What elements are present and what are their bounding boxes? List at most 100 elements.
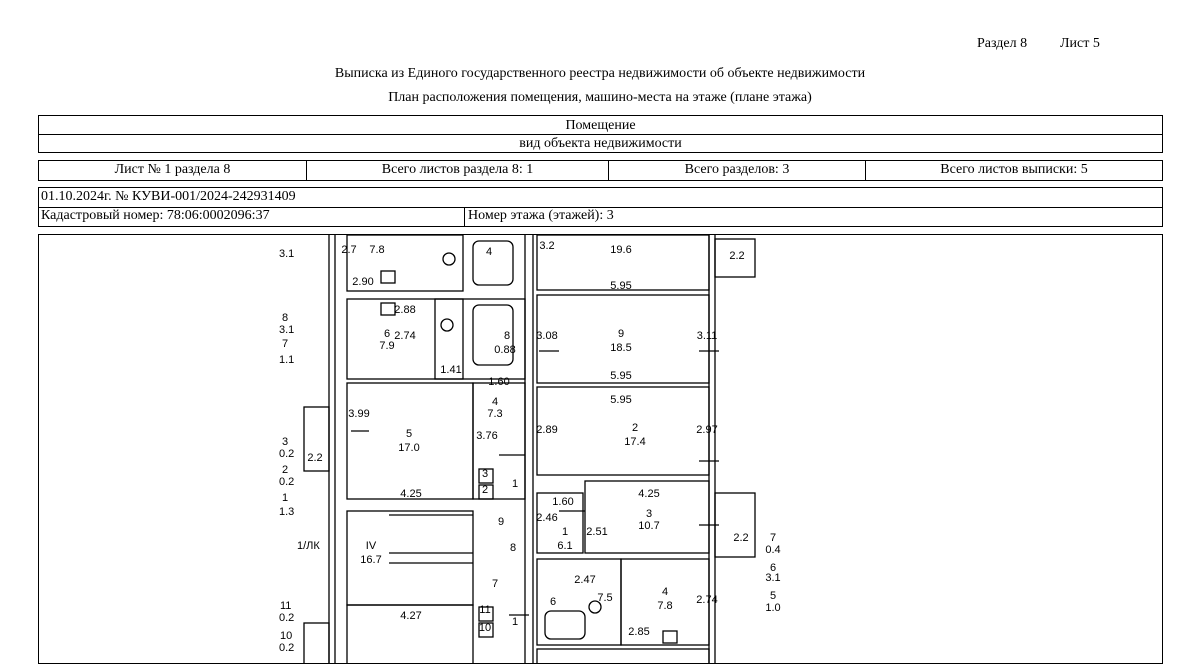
dimension-label: 8	[510, 542, 516, 554]
plan-label: 0.2	[279, 642, 294, 654]
room-number: 2	[632, 422, 638, 434]
room-area: 17.0	[398, 442, 419, 454]
dimension-label: 4	[486, 246, 492, 258]
plan-label: 1/ЛК	[297, 540, 320, 552]
plan-label: 11	[280, 600, 291, 612]
dimension-label: 2.47	[574, 574, 595, 586]
floor-label: Номер этажа (этажей):	[468, 208, 604, 223]
dimension-label: 3.2	[539, 240, 554, 252]
plan-label: 1.3	[279, 506, 294, 518]
room-number: 1	[562, 526, 568, 538]
dimension-label: 0.4	[765, 544, 780, 556]
plan-label: 10	[280, 630, 292, 642]
dimension-label: 5.95	[610, 280, 631, 292]
document-title: Выписка из Единого государственного реес…	[334, 66, 866, 81]
room-number: IV	[366, 540, 377, 552]
total-section-sheets: Всего листов раздела 8: 1	[307, 161, 609, 180]
floor-plan-drawing: 3.1 8 3.1 7 1.1 3 0.2 2 0.2 1 1.3 1/ЛК 1…	[279, 235, 781, 663]
room-area: 7.3	[487, 408, 502, 420]
dimension-label: 1.60	[488, 376, 509, 388]
dimension-label: 2	[482, 484, 488, 496]
object-name: Помещение	[565, 118, 636, 133]
dimension-label: 8	[504, 330, 510, 342]
dimension-label: 2.2	[729, 250, 744, 262]
dimension-label: 19.6	[610, 244, 631, 256]
cadastral-number: Кадастровый номер: 78:06:0002096:37	[39, 208, 464, 226]
dimension-label: 2.51	[586, 526, 607, 538]
plan-label: 0.2	[279, 476, 294, 488]
dimension-label: 6	[770, 562, 776, 574]
dimension-label: 7.8	[369, 244, 384, 256]
room-area: 18.5	[610, 342, 631, 354]
dimension-label: 2.2	[733, 532, 748, 544]
dimension-label: 7.5	[597, 592, 612, 604]
room-area: 16.7	[360, 554, 381, 566]
dimension-label: 3.08	[536, 330, 557, 342]
floor-number: Номер этажа (этажей): 3	[466, 208, 614, 226]
dimension-label: 2.7	[341, 244, 356, 256]
dimension-label: 4.25	[638, 488, 659, 500]
dimension-label: 1	[512, 478, 518, 490]
object-kind-box: Помещение вид объекта недвижимости	[38, 115, 1163, 153]
room-area: 7.8	[657, 600, 672, 612]
dimension-label: 1	[512, 616, 518, 628]
plan-label: 2	[282, 464, 288, 476]
dimension-label: 11	[479, 604, 490, 616]
dimension-label: 3.11	[697, 330, 718, 342]
dimension-label: 1.41	[440, 364, 461, 376]
plan-label: 1	[282, 492, 288, 504]
total-extract-sheets: Всего листов выписки: 5	[940, 162, 1088, 177]
room-area: 6.1	[557, 540, 572, 552]
dimension-label: 3	[482, 468, 488, 480]
room-number: 5	[406, 428, 412, 440]
plan-label: 7	[282, 338, 288, 350]
total-sections: Всего разделов: 3	[609, 161, 866, 180]
object-kind-label: вид объекта недвижимости	[519, 136, 682, 151]
cadastral-value: 78:06:0002096:37	[166, 208, 270, 223]
record-date-number: 01.10.2024г. № КУВИ-001/2024-242931409	[41, 189, 296, 204]
room-number: 6	[384, 328, 390, 340]
dimension-label: 2.74	[394, 330, 415, 342]
dimension-label: 2.89	[536, 424, 557, 436]
floor-plan-frame: 3.1 8 3.1 7 1.1 3 0.2 2 0.2 1 1.3 1/ЛК 1…	[38, 234, 1163, 664]
dimension-label: 5.95	[610, 370, 631, 382]
section-label: Раздел 8	[977, 36, 1028, 51]
room-number: 3	[646, 508, 652, 520]
dimension-label: 6	[550, 596, 556, 608]
sheet-number: Лист № 1 раздела 8	[39, 161, 307, 180]
sheet-label: Лист 5	[1060, 36, 1100, 51]
plan-label: 8	[282, 312, 288, 324]
room-area: 10.7	[638, 520, 659, 532]
dimension-label: 2.46	[536, 512, 557, 524]
sheets-row: Лист № 1 раздела 8 Всего листов раздела …	[38, 160, 1163, 181]
room-number: 4	[662, 586, 668, 598]
dimension-label: 2.74	[696, 594, 717, 606]
room-area: 7.9	[379, 340, 394, 352]
room-number: 9	[618, 328, 624, 340]
dimension-label: 2.90	[352, 276, 373, 288]
dimension-label: 2.2	[307, 452, 322, 464]
dimension-label: 1.0	[765, 602, 780, 614]
record-box: 01.10.2024г. № КУВИ-001/2024-242931409 К…	[38, 187, 1163, 227]
plan-label: 1.1	[279, 354, 294, 366]
dimension-label: 4.25	[400, 488, 421, 500]
dimension-label: 2.88	[394, 304, 415, 316]
floor-value: 3	[606, 208, 614, 223]
cadastral-label: Кадастровый номер:	[41, 208, 164, 223]
plan-label: 3.1	[279, 248, 294, 260]
dimension-label: 2.85	[628, 626, 649, 638]
room-area: 17.4	[624, 436, 645, 448]
room-number: 4	[492, 396, 498, 408]
dimension-label: 5.95	[610, 394, 631, 406]
dimension-label: 4.27	[400, 610, 421, 622]
dimension-label: 0.88	[494, 344, 515, 356]
dimension-label: 7	[492, 578, 498, 590]
plan-label: 3.1	[279, 324, 294, 336]
dimension-label: 10	[479, 622, 491, 634]
plan-label: 0.2	[279, 448, 294, 460]
dimension-label: 3.1	[765, 572, 780, 584]
dimension-label: 5	[770, 590, 776, 602]
dimension-label: 7	[770, 532, 776, 544]
document-subtitle: План расположения помещения, машино-мест…	[388, 90, 812, 105]
dimension-label: 9	[498, 516, 504, 528]
